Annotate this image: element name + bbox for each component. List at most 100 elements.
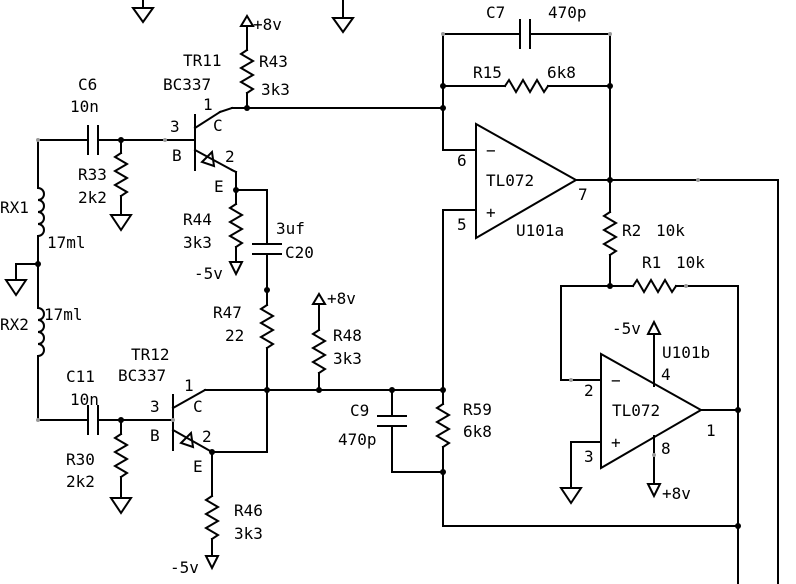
rx1-ref: RX1: [0, 198, 29, 217]
tr11-pin-e: 2: [225, 147, 235, 166]
tr12-pin-c: 1: [184, 376, 194, 395]
resistor-r15: [442, 78, 611, 94]
r33-value: 2k2: [78, 188, 107, 207]
capacitor-c11: [81, 405, 111, 435]
resistor-r59: [435, 389, 451, 527]
tr12-label-b: B: [150, 426, 160, 445]
r46-ref: R46: [234, 501, 263, 520]
tr11-ref: TR11: [183, 51, 222, 70]
r30-value: 2k2: [66, 472, 95, 491]
u101b-pin-vpos: 8: [661, 439, 671, 458]
transistor-tr12: [171, 388, 214, 454]
supply-arrow-u101b-pos: [646, 435, 662, 499]
opamp-u101a: [475, 122, 579, 240]
tr11-pin-b: 3: [170, 117, 180, 136]
u101b-ref: U101b: [662, 343, 710, 362]
c7-ref: C7: [486, 3, 505, 22]
resistor-r46: [204, 451, 220, 571]
u101b-neg-supply-label: -5v: [612, 319, 641, 338]
rx2-ref: RX2: [0, 315, 29, 334]
ground-symbol-top-mid: [331, 0, 355, 34]
r43-value: 3k3: [261, 80, 290, 99]
u101a-ref: U101a: [516, 221, 564, 240]
resistor-r47: [259, 289, 275, 453]
u101a-pin-inv: 6: [457, 151, 467, 170]
tr12-label-e: E: [193, 457, 203, 476]
tr11-part: BC337: [163, 75, 211, 94]
resistor-r33: [109, 139, 133, 232]
c11-ref: C11: [66, 367, 95, 386]
inductor-rx2: [36, 306, 45, 358]
resistor-r43: [239, 35, 255, 109]
r47-value: 22: [225, 326, 244, 345]
c7-value: 470p: [548, 3, 587, 22]
u101b-minus: −: [611, 371, 621, 390]
u101a-minus: −: [486, 141, 496, 160]
r2-ref: R2: [622, 221, 641, 240]
c20-ref: C20: [285, 243, 314, 262]
resistor-r30: [109, 419, 133, 515]
resistor-r44: [228, 189, 244, 277]
r15-value: 6k8: [547, 63, 576, 82]
u101b-pin-vneg: 4: [661, 365, 671, 384]
u101b-plus: +: [611, 433, 621, 452]
tr11-label-e: E: [214, 177, 224, 196]
r44-ref: R44: [183, 210, 212, 229]
r15-ref: R15: [473, 63, 502, 82]
supply-arrow-r43: [239, 14, 255, 37]
c11-value: 10n: [70, 390, 99, 409]
tr12-label-c: C: [193, 397, 203, 416]
r1-ref: R1: [642, 253, 661, 272]
r59-value: 6k8: [463, 422, 492, 441]
c6-value: 10n: [70, 97, 99, 116]
ground-symbol-inductor-center: [4, 263, 39, 297]
c6-ref: C6: [78, 75, 97, 94]
tr12-ref: TR12: [131, 345, 170, 364]
capacitor-c6: [81, 125, 111, 155]
r30-ref: R30: [66, 450, 95, 469]
r59-ref: R59: [463, 400, 492, 419]
rx2-value: 17ml: [44, 305, 83, 324]
supply-arrow-u101b-neg: [646, 319, 662, 387]
r2-value: 10k: [656, 221, 685, 240]
r47-ref: R47: [213, 303, 242, 322]
r44-value: 3k3: [183, 233, 212, 252]
r33-ref: R33: [78, 165, 107, 184]
c9-ref: C9: [350, 401, 369, 420]
u101a-part: TL072: [486, 171, 534, 190]
inductor-rx1: [36, 186, 45, 238]
u101b-part: TL072: [612, 401, 660, 420]
c9-value: 470p: [338, 430, 377, 449]
r43-ref: R43: [259, 52, 288, 71]
r44-supply-label: -5v: [194, 264, 223, 283]
tr12-pin-e: 2: [202, 427, 212, 446]
c20-value: 3uf: [276, 219, 305, 238]
capacitor-c20: [252, 189, 282, 291]
tr11-label-b: B: [172, 146, 182, 165]
u101b-pin-inv: 2: [584, 381, 594, 400]
tr11-pin-c: 1: [203, 95, 213, 114]
tr11-label-c: C: [213, 116, 223, 135]
u101a-pin-out: 7: [578, 185, 588, 204]
resistor-r2: [602, 179, 618, 287]
r48-ref: R48: [333, 326, 362, 345]
r46-supply-label: -5v: [170, 558, 199, 577]
capacitor-c9: [377, 389, 444, 473]
supply-arrow-r48: [311, 292, 327, 319]
u101a-plus: +: [486, 203, 496, 222]
u101b-pos-supply-label: +8v: [662, 484, 691, 503]
ground-symbol-top-left: [131, 0, 155, 24]
r1-value: 10k: [676, 253, 705, 272]
r48-value: 3k3: [333, 349, 362, 368]
u101b-pin-out: 1: [706, 421, 716, 440]
rx1-value: 17ml: [47, 233, 86, 252]
transistor-tr11: [164, 110, 234, 172]
supply-label-r43: +8v: [253, 15, 282, 34]
u101a-pin-noninv: 5: [457, 215, 467, 234]
tr12-part: BC337: [118, 366, 166, 385]
capacitor-c7: [513, 19, 611, 49]
resistor-r1: [609, 278, 739, 294]
u101b-pin-noninv: 3: [584, 447, 594, 466]
